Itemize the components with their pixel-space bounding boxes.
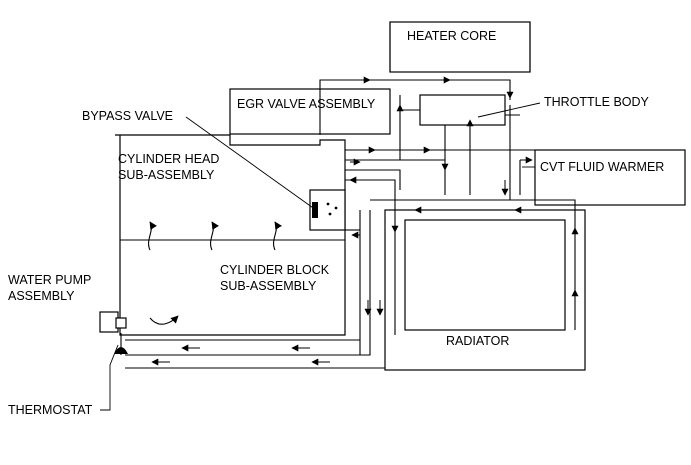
throttle-body-label: THROTTLE BODY bbox=[544, 95, 650, 109]
internal-flow-arrows bbox=[148, 221, 282, 325]
egr-valve-assembly bbox=[229, 88, 391, 135]
engine-block bbox=[115, 134, 346, 336]
radiator bbox=[384, 209, 586, 371]
bypass-valve-label: BYPASS VALVE bbox=[82, 109, 173, 123]
cylinder-head-label-line1: CYLINDER HEAD bbox=[118, 152, 219, 166]
thermostat-label: THERMOSTAT bbox=[8, 403, 93, 417]
cylinder-block-label-line2: SUB-ASSEMBLY bbox=[220, 279, 317, 293]
water-pump-label-line1: WATER PUMP bbox=[8, 273, 91, 287]
throttle-body bbox=[400, 94, 520, 195]
water-pump-label-line2: ASSEMBLY bbox=[8, 289, 75, 303]
cylinder-head-label-line2: SUB-ASSEMBLY bbox=[118, 168, 215, 182]
cylinder-block-label-line1: CYLINDER BLOCK bbox=[220, 263, 330, 277]
heater-core-label: HEATER CORE bbox=[407, 29, 496, 43]
flow-arrows bbox=[151, 76, 579, 366]
heater-core bbox=[389, 21, 531, 73]
cvt-fluid-warmer bbox=[534, 149, 686, 206]
egr-valve-label: EGR VALVE ASSEMBLY bbox=[237, 97, 376, 111]
water-pump-assembly bbox=[99, 311, 127, 333]
radiator-label: RADIATOR bbox=[446, 334, 509, 348]
leader-lines bbox=[100, 102, 541, 411]
cvt-fluid-warmer-label: CVT FLUID WARMER bbox=[540, 160, 664, 174]
